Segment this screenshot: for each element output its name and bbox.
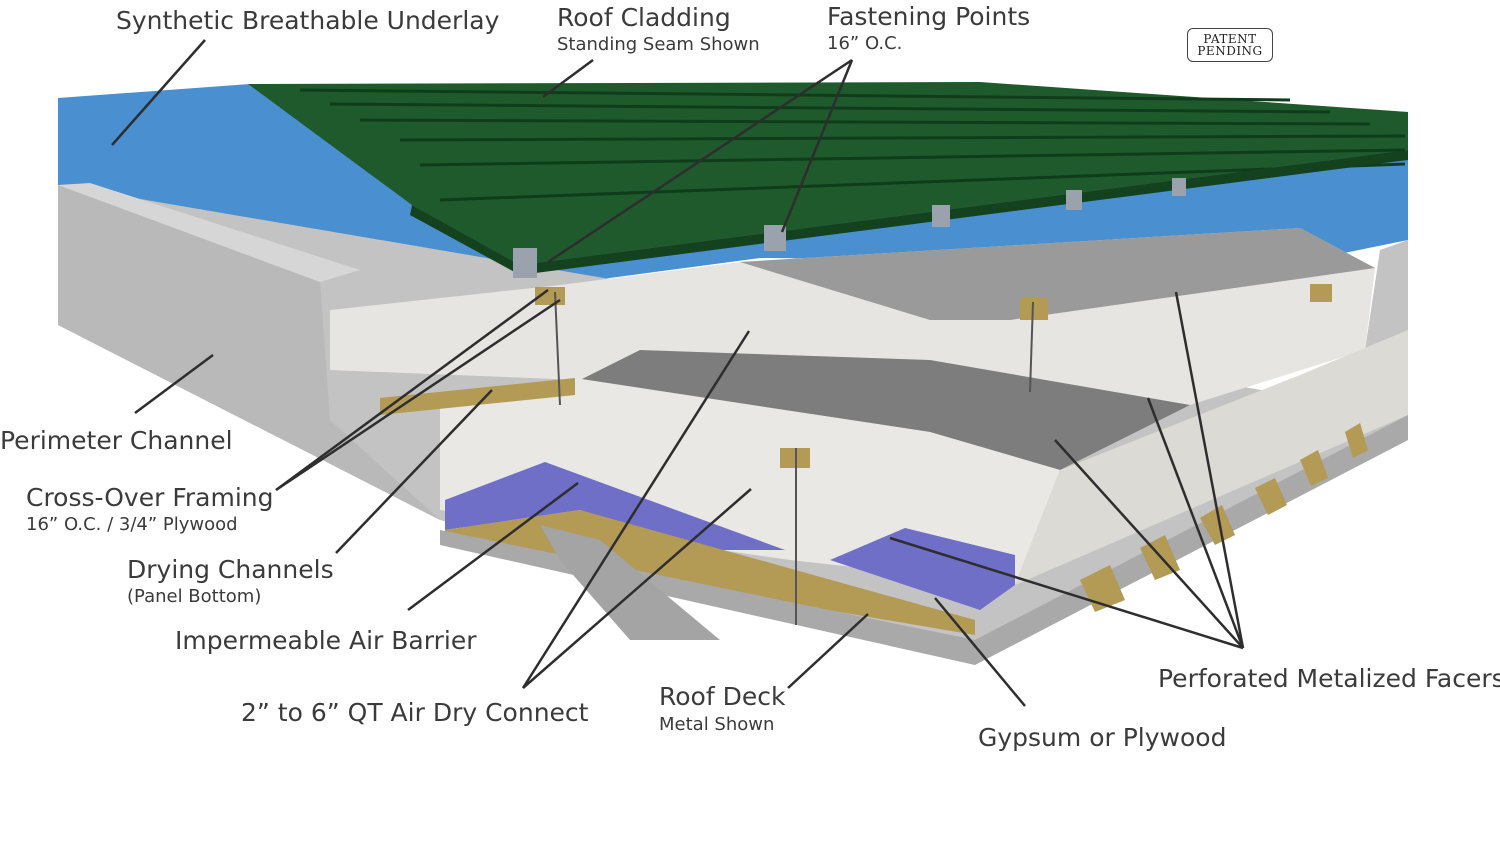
perimeter-top [58, 183, 360, 282]
badge-line-1: PATENT [1203, 32, 1257, 46]
screws [554, 291, 1034, 625]
air-barrier-left [445, 462, 785, 550]
leader-lines [111, 39, 1245, 707]
label-fastening-sub: 16” O.C. [827, 33, 903, 54]
label-roof-cladding: Roof Cladding [557, 3, 731, 32]
label-gypsum-plywood: Gypsum or Plywood [978, 723, 1227, 752]
deck-trough [540, 525, 720, 640]
label-drying-sub: (Panel Bottom) [127, 586, 262, 607]
cladding-edge [410, 150, 1408, 275]
air-barrier-right [830, 528, 1015, 610]
label-crossover-framing: Cross-Over Framing [26, 483, 274, 512]
label-qt-connect: 2” to 6” QT Air Dry Connect [241, 698, 589, 727]
roof-cladding [248, 82, 1408, 265]
label-roof-deck-sub: Metal Shown [659, 714, 775, 735]
label-crossover-sub: 16” O.C. / 3/4” Plywood [26, 514, 238, 535]
crossover-wood [380, 378, 575, 415]
crossover-block-2 [1020, 298, 1048, 320]
metal-facer-top [740, 228, 1375, 320]
label-synthetic-underlay: Synthetic Breathable Underlay [116, 6, 500, 35]
label-roof-deck: Roof Deck [659, 682, 786, 711]
label-roof-cladding-sub: Standing Seam Shown [557, 34, 760, 55]
cladding-seams [299, 88, 1406, 202]
perimeter-wall [58, 185, 440, 520]
foam-right-block [1015, 330, 1408, 585]
label-fastening-points: Fastening Points [827, 2, 1031, 31]
crossover-block-3 [1310, 284, 1332, 302]
label-drying-channels: Drying Channels [127, 555, 334, 584]
metal-facer-mid [580, 350, 1190, 470]
patent-pending-badge: PATENT PENDING [1187, 28, 1273, 62]
label-perimeter-channel: Perimeter Channel [0, 426, 233, 455]
label-air-barrier: Impermeable Air Barrier [175, 626, 477, 655]
label-perforated-facers: Perforated Metalized Facers [1158, 664, 1500, 693]
badge-line-2: PENDING [1197, 44, 1263, 58]
fastening-clips [513, 178, 1186, 278]
